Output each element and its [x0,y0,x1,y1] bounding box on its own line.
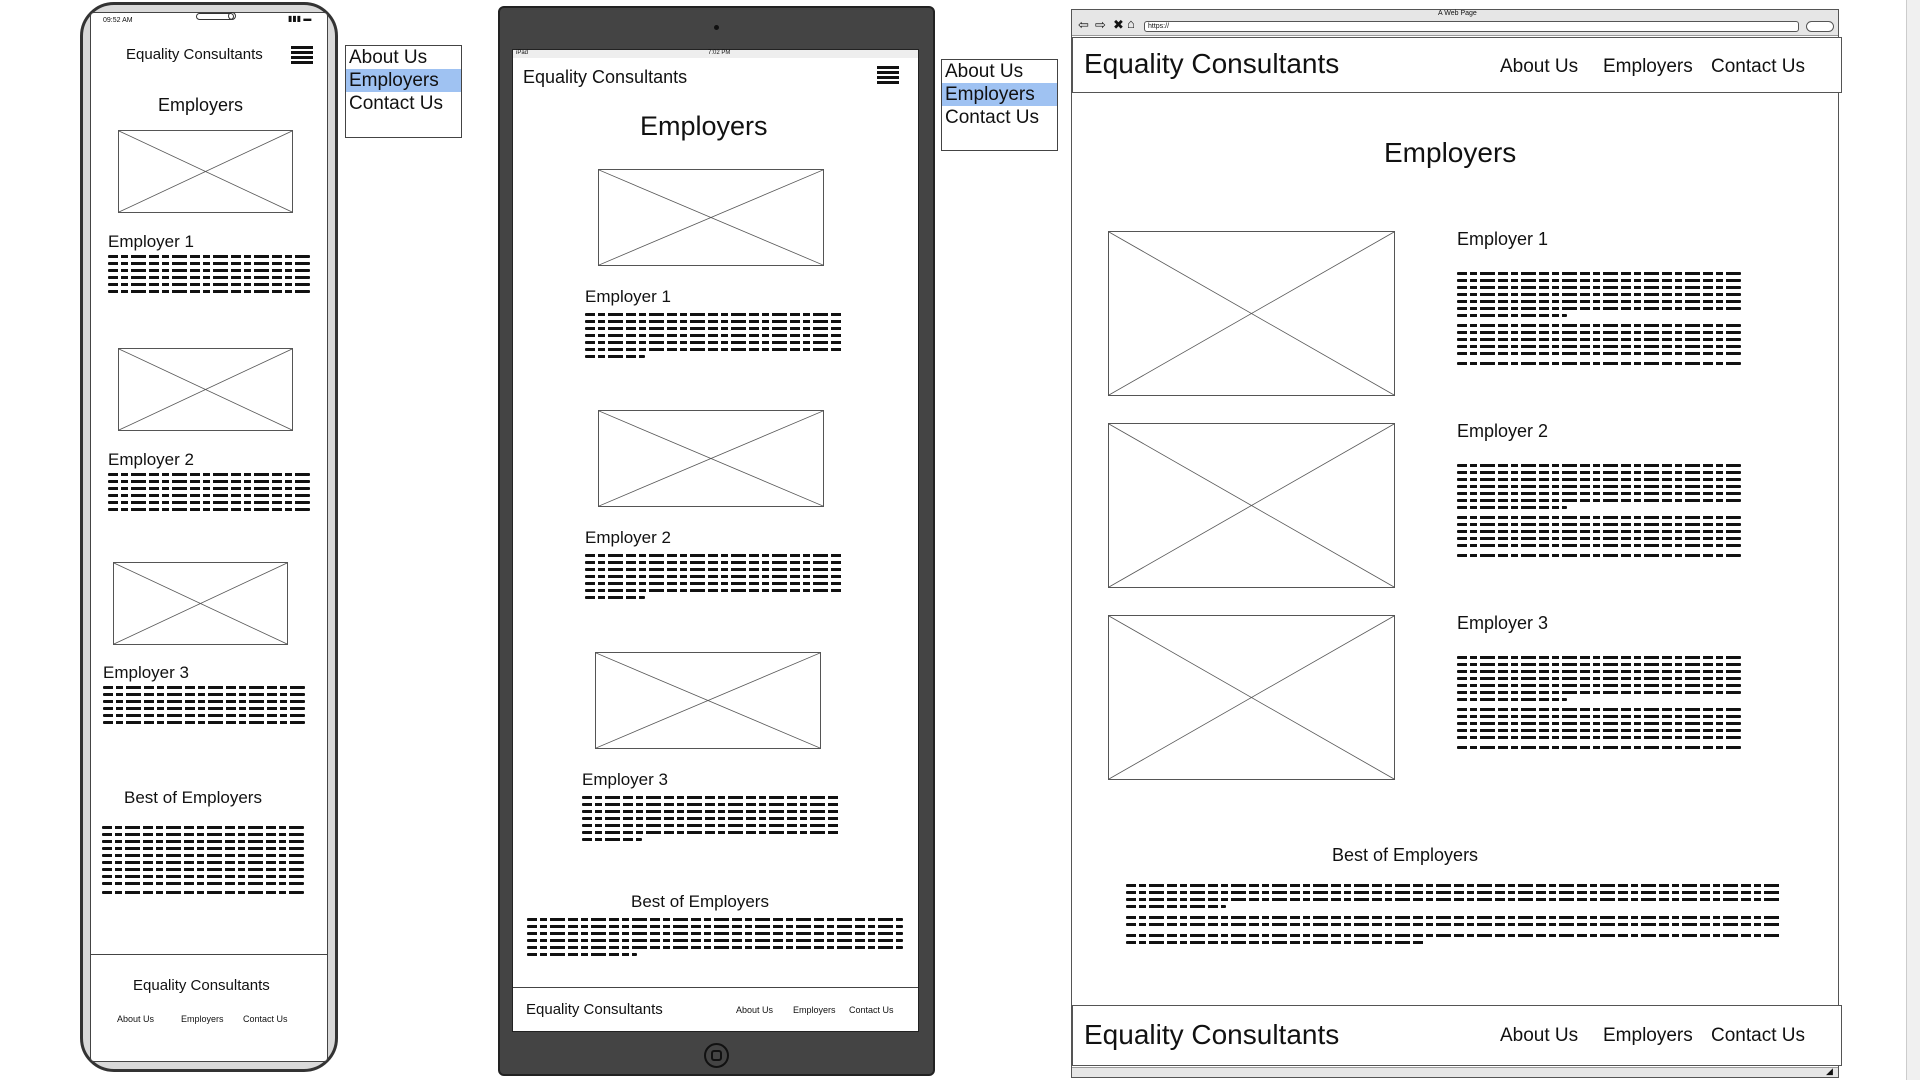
browser-url-input[interactable]: https:// [1144,21,1799,32]
browser-forward-icon[interactable]: ⇨ [1095,17,1106,32]
tablet-employer-1-text [585,313,843,362]
tablet-menu-item-about[interactable]: About Us [945,61,1024,82]
phone-menu-item-employers[interactable]: Employers [346,69,461,92]
phone-best-text [102,826,304,898]
desktop-employer-1-text [1457,272,1741,369]
tablet-footer-link-about[interactable]: About Us [736,1005,774,1015]
tablet-footer-link-employers[interactable]: Employers [793,1005,836,1015]
tablet-employer-1-image [598,169,824,266]
desktop-header-brand[interactable]: Equality Consultants [1084,48,1340,79]
desktop-best-text [1126,884,1780,948]
desktop-employer-1-image [1108,231,1395,396]
tablet-footer-link-contact[interactable]: Contact Us [849,1005,894,1015]
desktop-footer-link-about[interactable]: About Us [1500,1025,1579,1046]
phone-footer-brand[interactable]: Equality Consultants [133,977,270,994]
phone-page-title: Employers [158,95,244,115]
browser-home-icon[interactable]: ⌂ [1127,16,1135,31]
tablet-status-time: 7:02 PM [708,50,731,56]
tablet-menu-item-employers[interactable]: Employers [942,83,1057,106]
browser-back-icon[interactable]: ⇦ [1078,17,1089,32]
tablet-best-title: Best of Employers [631,892,769,911]
resize-grip-icon[interactable]: ◢ [1826,1066,1833,1076]
phone-employer-3-image [113,562,288,645]
tablet-employer-2-text [585,554,843,603]
phone-employer-1-text [108,255,310,297]
phone-menu-item-contact[interactable]: Contact Us [349,93,443,114]
phone-camera-icon [228,12,236,20]
phone-footer-link-employers[interactable]: Employers [181,1014,224,1024]
desktop-nav-about[interactable]: About Us [1500,56,1579,77]
tablet-employer-2-name: Employer 2 [585,528,671,547]
phone-menu-icon[interactable] [291,46,313,66]
desktop-footer-brand[interactable]: Equality Consultants [1084,1019,1340,1050]
tablet-dropdown-menu[interactable]: About Us Employers Contact Us [941,59,1058,151]
tablet-employer-3-name: Employer 3 [582,770,668,789]
tablet-header-brand[interactable]: Equality Consultants [523,67,688,87]
phone-footer-link-contact[interactable]: Contact Us [243,1014,288,1024]
tablet-footer-brand[interactable]: Equality Consultants [526,1001,663,1018]
tablet-status-left: iPad [516,50,529,56]
desktop-page-title: Employers [1384,137,1517,168]
browser-search-button[interactable] [1806,21,1834,32]
phone-employer-1-image [118,130,293,213]
tablet-menu-icon[interactable] [877,66,899,86]
tablet-page-title: Employers [640,111,768,141]
desktop-employer-2-name: Employer 2 [1457,421,1549,441]
phone-best-title: Best of Employers [124,788,262,807]
phone-header-brand[interactable]: Equality Consultants [126,46,263,63]
desktop-nav-employers[interactable]: Employers [1603,56,1693,77]
phone-footer-link-about[interactable]: About Us [117,1014,155,1024]
tablet-menu-item-contact[interactable]: Contact Us [945,107,1039,128]
phone-footer [91,954,327,1060]
tablet-home-button[interactable] [704,1043,729,1068]
phone-status-time: 09:52 AM [103,17,133,24]
tablet-employer-3-image [595,652,821,749]
phone-employer-2-name: Employer 2 [108,450,194,469]
tablet-employer-2-image [598,410,824,507]
browser-window-title: A Web Page [1438,10,1477,17]
phone-employer-3-name: Employer 3 [103,663,189,682]
phone-employer-3-text [103,686,305,728]
desktop-employer-2-image [1108,423,1395,588]
desktop-footer [1072,1005,1842,1066]
browser-close-icon[interactable]: ✖ [1113,17,1124,32]
desktop-employer-3-name: Employer 3 [1457,613,1549,633]
desktop-footer-link-contact[interactable]: Contact Us [1711,1025,1805,1046]
phone-employer-1-name: Employer 1 [108,232,194,251]
tablet-employer-3-text [582,796,840,845]
tablet-best-text [527,918,903,960]
tablet-status-bar [513,50,918,58]
phone-dropdown-menu[interactable]: About Us Employers Contact Us [345,45,462,138]
browser-statusbar [1072,1067,1838,1077]
desktop-header [1072,37,1842,93]
desktop-employer-1-name: Employer 1 [1457,229,1549,249]
page-scrollbar[interactable] [1906,0,1920,1080]
tablet-camera-icon [714,25,719,30]
desktop-employer-3-image [1108,615,1395,780]
phone-battery-icon: ▮▮▮ ▬ [288,14,312,23]
desktop-employer-3-text [1457,656,1741,753]
tablet-footer [513,987,918,1031]
desktop-footer-link-employers[interactable]: Employers [1603,1025,1693,1046]
phone-employer-2-text [108,473,310,515]
desktop-employer-2-text [1457,464,1741,561]
desktop-nav-contact[interactable]: Contact Us [1711,56,1805,77]
desktop-best-title: Best of Employers [1332,845,1479,865]
tablet-employer-1-name: Employer 1 [585,287,671,306]
phone-employer-2-image [118,348,293,431]
phone-menu-item-about[interactable]: About Us [349,47,428,68]
